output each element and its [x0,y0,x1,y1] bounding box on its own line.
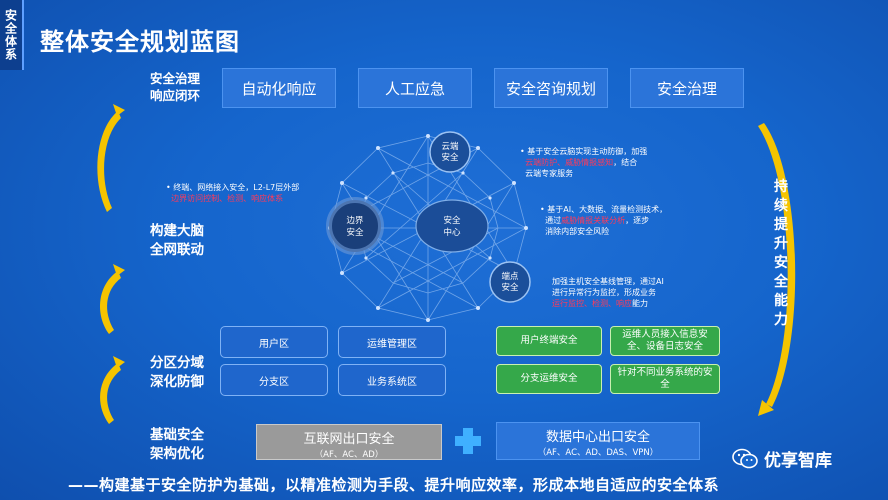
curved-up-arrow-icon [100,264,125,334]
internet-exit-sub: （AF、AC、AD） [314,450,384,460]
svg-text:安全: 安全 [441,152,459,163]
node-cloud-label: 云端 [441,141,459,152]
datacenter-exit-box: 数据中心出口安全 （AF、AC、AD、DAS、VPN） [496,422,700,460]
svg-text:安全: 安全 [346,227,364,238]
zone-business-system: 业务系统区 [338,364,446,396]
logo: 优享智库 [732,446,832,471]
right-curved-arrow [758,123,796,416]
node-border-label: 边界 [346,215,364,226]
box-security-consulting: 安全咨询规划 [494,68,608,108]
node-border-security: 边界 安全 [326,197,384,255]
green-branch-ops: 分支运维安全 [496,364,602,394]
logo-text: 优享智库 [764,451,832,471]
node-endpoint-security: 端点 安全 [489,261,531,303]
note-border: • 终端、网络接入安全，L2-L7层外部 边界访问控制、检测、响应体系 [166,183,300,203]
note-center: • 基于AI、大数据、流量检测技术， 通过威胁情报关联分析，逐步 消除内部安全风… [540,205,668,236]
side-tab: 安全体系 [0,0,24,70]
svg-text:中心: 中心 [443,227,461,238]
node-endpoint-label: 端点 [501,271,519,282]
row-label-brain: 构建大脑 全网联动 [150,223,204,258]
green-business-system: 针对不同业务系统的安全 [610,364,720,394]
note-endpoint: 加强主机安全基线管理，通过AI 进行异常行为监控，形成业务 运行监控、检测、响应… [552,277,664,308]
vertical-text-continuous-improvement: 持续提升安全能力 [774,179,788,328]
row-label-governance: 安全治理 响应闭环 [150,71,201,103]
datacenter-exit-title: 数据中心出口安全 [545,430,650,445]
note-cloud: • 基于安全云脑实现主动防御，加强 云端防护、威胁情报感知，结合 云端专家服务 [520,147,648,178]
curved-up-arrow-icon [97,104,125,212]
curved-down-arrow-icon [758,123,796,416]
box-automated-response: 自动化响应 [222,68,336,108]
datacenter-exit-sub: （AF、AC、AD、DAS、VPN） [537,448,659,458]
wechat-icon [732,448,758,468]
security-network-graph: 云端 安全 边界 安全 安全 中心 端点 安全 [326,131,531,322]
green-user-terminal: 用户终端安全 [496,326,602,356]
svg-text:安全: 安全 [501,282,519,293]
footer-summary: ——构建基于安全防护为基础，以精准检测为手段、提升响应效率，形成本地自适应的安全… [68,476,720,494]
row-label-zones: 分区分域 深化防御 [150,355,204,390]
zone-branch: 分支区 [220,364,328,396]
internet-exit-title: 互联网出口安全 [303,432,395,447]
zone-user: 用户区 [220,326,328,358]
box-manual-emergency: 人工应急 [358,68,472,108]
row-label-base: 基础安全 架构优化 [150,427,204,462]
plus-icon [455,428,481,454]
node-cloud-security: 云端 安全 [429,131,471,173]
node-security-center: 安全 中心 [415,199,489,253]
box-security-governance: 安全治理 [630,68,744,108]
curved-up-arrow-icon [100,356,125,424]
zone-ops-management: 运维管理区 [338,326,446,358]
left-arrows [97,104,125,424]
node-center-label: 安全 [443,215,461,226]
internet-exit-box: 互联网出口安全 （AF、AC、AD） [256,424,442,460]
green-ops-access: 运维人员接入信息安全、设备日志安全 [610,326,720,356]
page-title: 整体安全规划蓝图 [40,28,240,56]
